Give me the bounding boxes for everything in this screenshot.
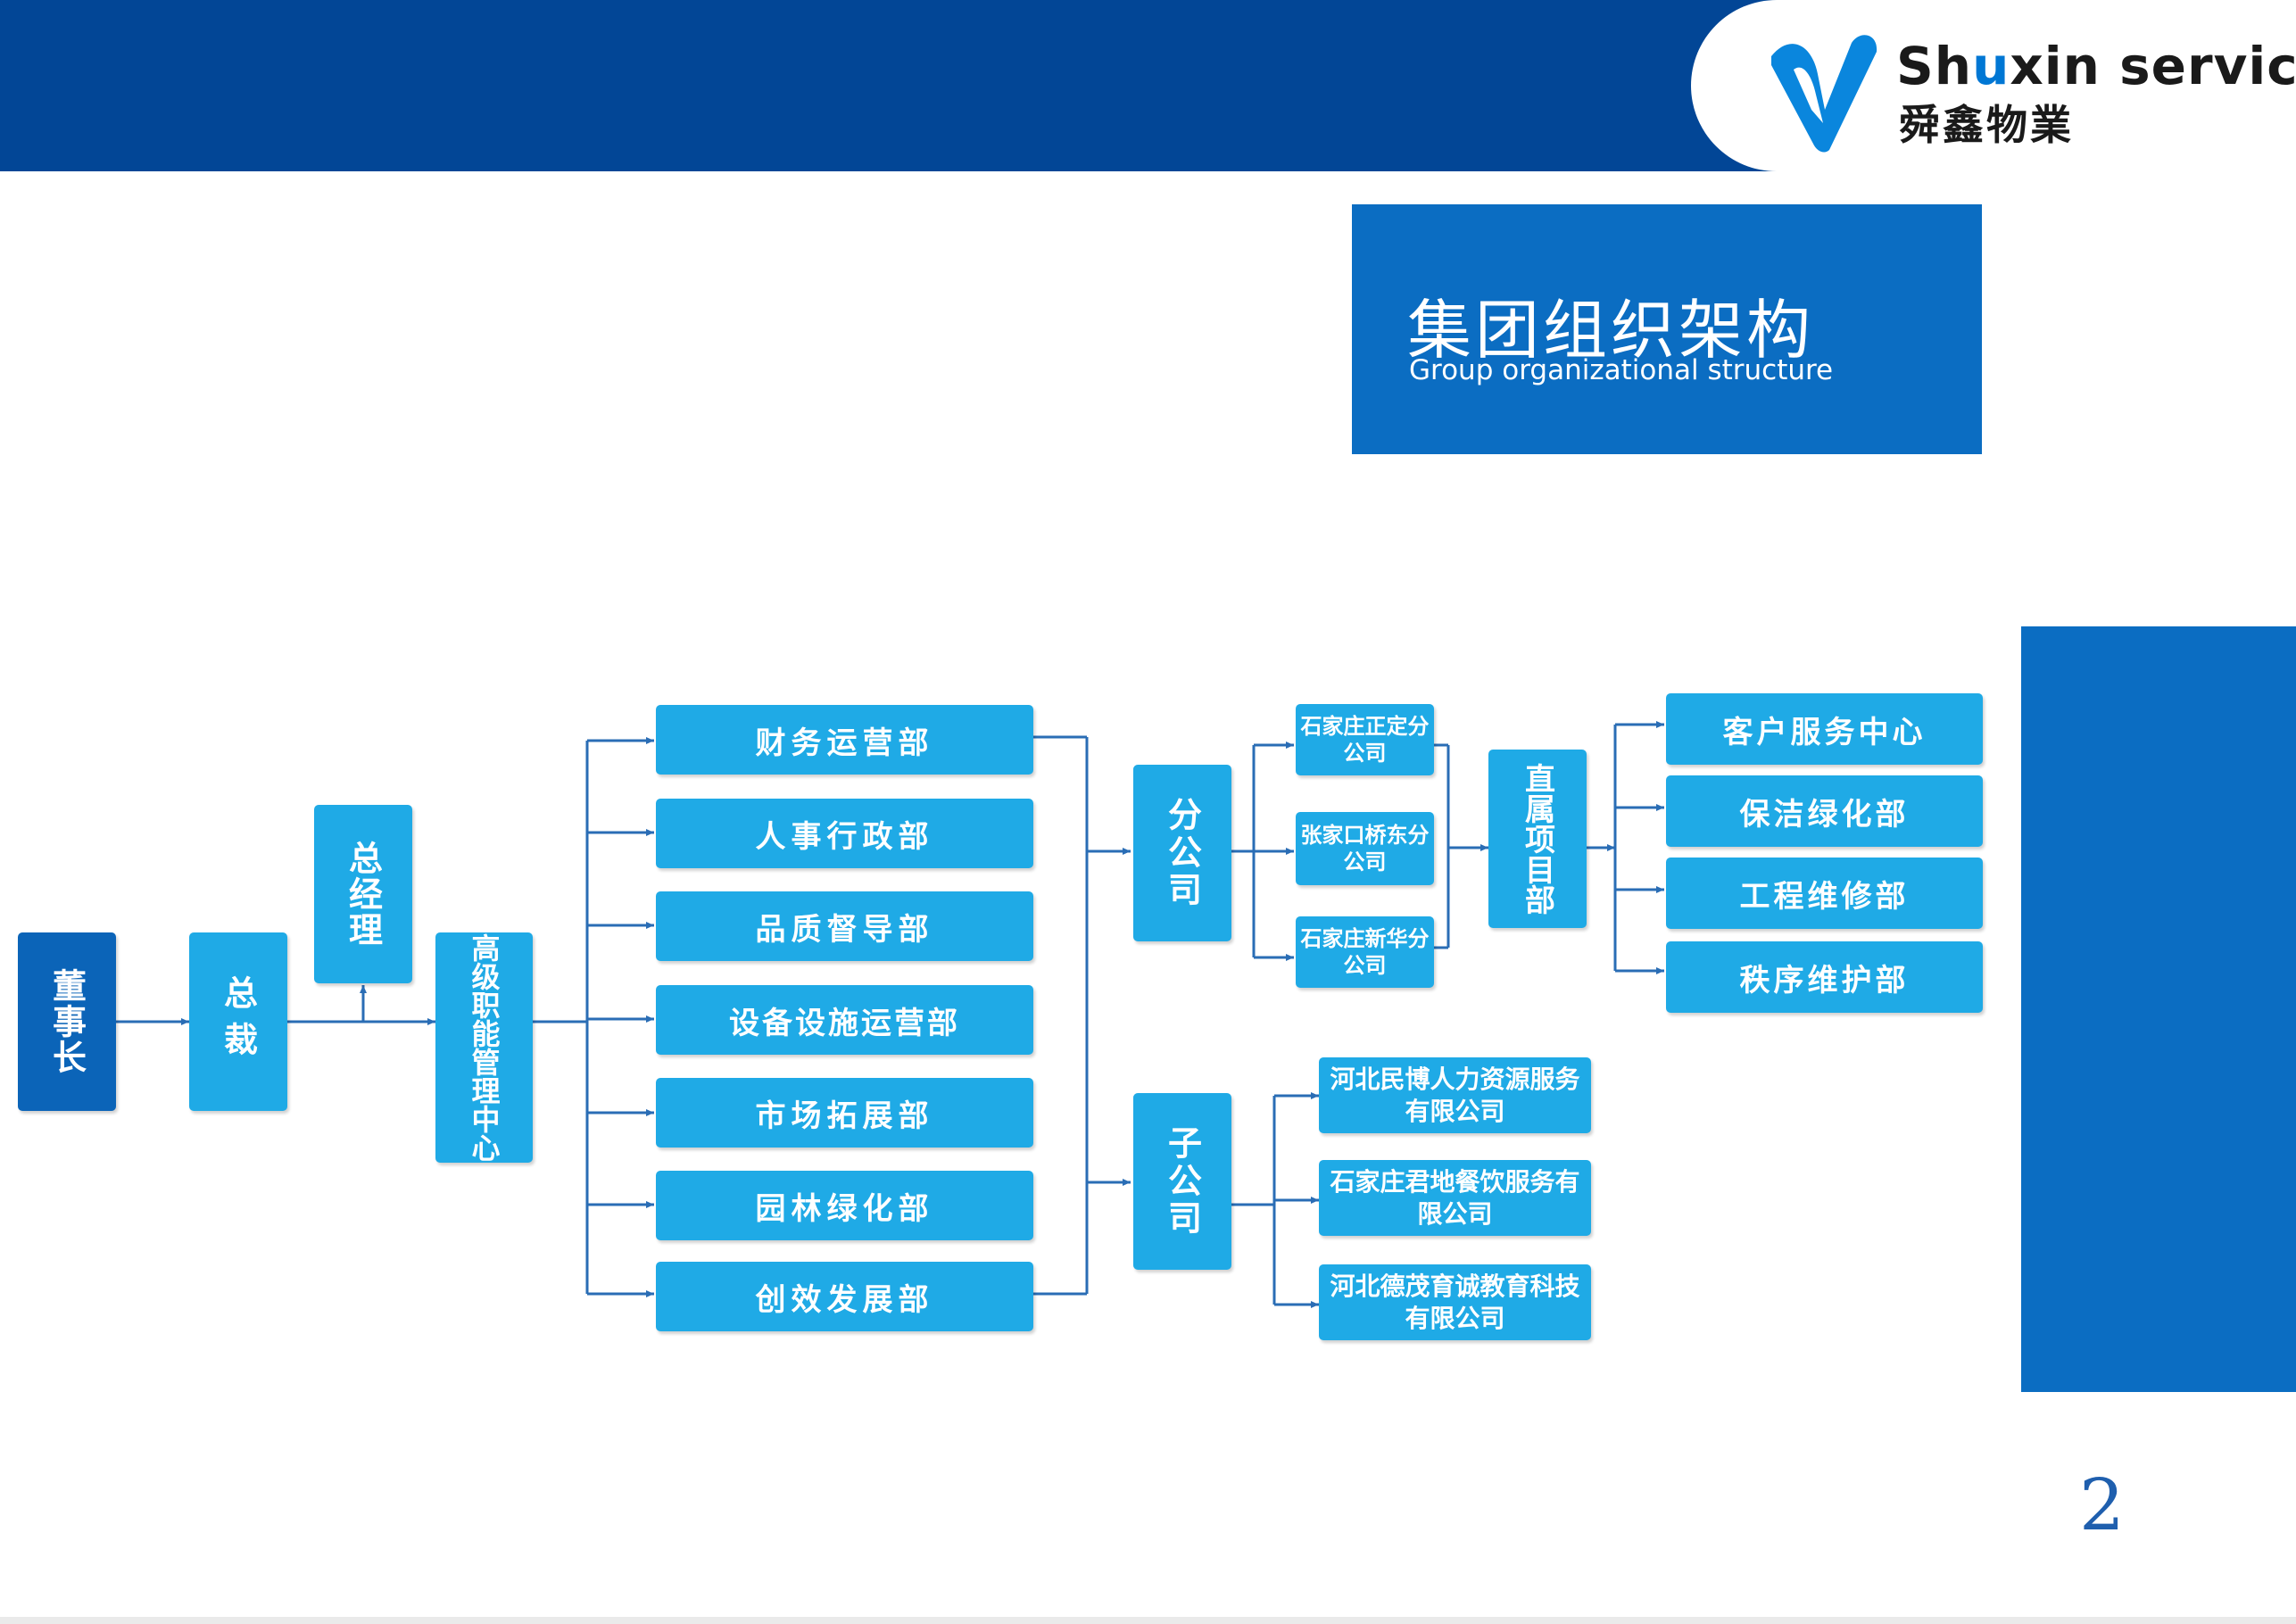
node-president: 总裁 — [189, 932, 287, 1111]
dept-quality: 品质督导部 — [656, 891, 1033, 961]
node-direct-projects: 直属项目部 — [1488, 750, 1587, 928]
unit-engineering: 工程维修部 — [1666, 858, 1983, 929]
dept-marketing: 市场拓展部 — [656, 1078, 1033, 1148]
brand-name-en: Shuxin service — [1896, 36, 2296, 96]
dept-landscaping: 园林绿化部 — [656, 1171, 1033, 1240]
page-title: 集团组织架构 — [1407, 293, 1815, 368]
brand-name-cn: 舜鑫物業 — [1899, 101, 2074, 149]
node-subsidiary: 子公司 — [1133, 1093, 1231, 1270]
page-subtitle: Group organizational structure — [1409, 354, 1834, 386]
branch-company: 张家口桥东分公司 — [1296, 812, 1434, 885]
unit-security: 秩序维护部 — [1666, 941, 1983, 1013]
subsidiary-company: 河北德茂育诚教育科技有限公司 — [1319, 1264, 1591, 1340]
dept-finance: 财务运营部 — [656, 705, 1033, 775]
dept-hr-admin: 人事行政部 — [656, 799, 1033, 868]
node-functional-center: 高级职能管理中心 — [435, 932, 533, 1163]
dept-facilities: 设备设施运营部 — [656, 985, 1033, 1055]
node-chairman: 董事长 — [18, 932, 116, 1111]
footer-divider — [0, 1617, 2296, 1624]
decorative-side-panel — [2021, 626, 2296, 1392]
branch-company: 石家庄新华分公司 — [1296, 916, 1434, 988]
unit-cleaning: 保洁绿化部 — [1666, 775, 1983, 847]
dept-development: 创效发展部 — [656, 1262, 1033, 1331]
branch-company: 石家庄正定分公司 — [1296, 704, 1434, 775]
subsidiary-company: 河北民博人力资源服务有限公司 — [1319, 1057, 1591, 1133]
logo-heart-icon — [1771, 35, 1877, 153]
subsidiary-company: 石家庄君地餐饮服务有限公司 — [1319, 1160, 1591, 1236]
title-box: 集团组织架构 Group organizational structure — [1352, 204, 1982, 454]
page-number: 2 — [2079, 1463, 2125, 1546]
node-branch: 分公司 — [1133, 765, 1231, 941]
unit-customer-service: 客户服务中心 — [1666, 693, 1983, 765]
node-general-manager: 总经理 — [314, 805, 412, 983]
